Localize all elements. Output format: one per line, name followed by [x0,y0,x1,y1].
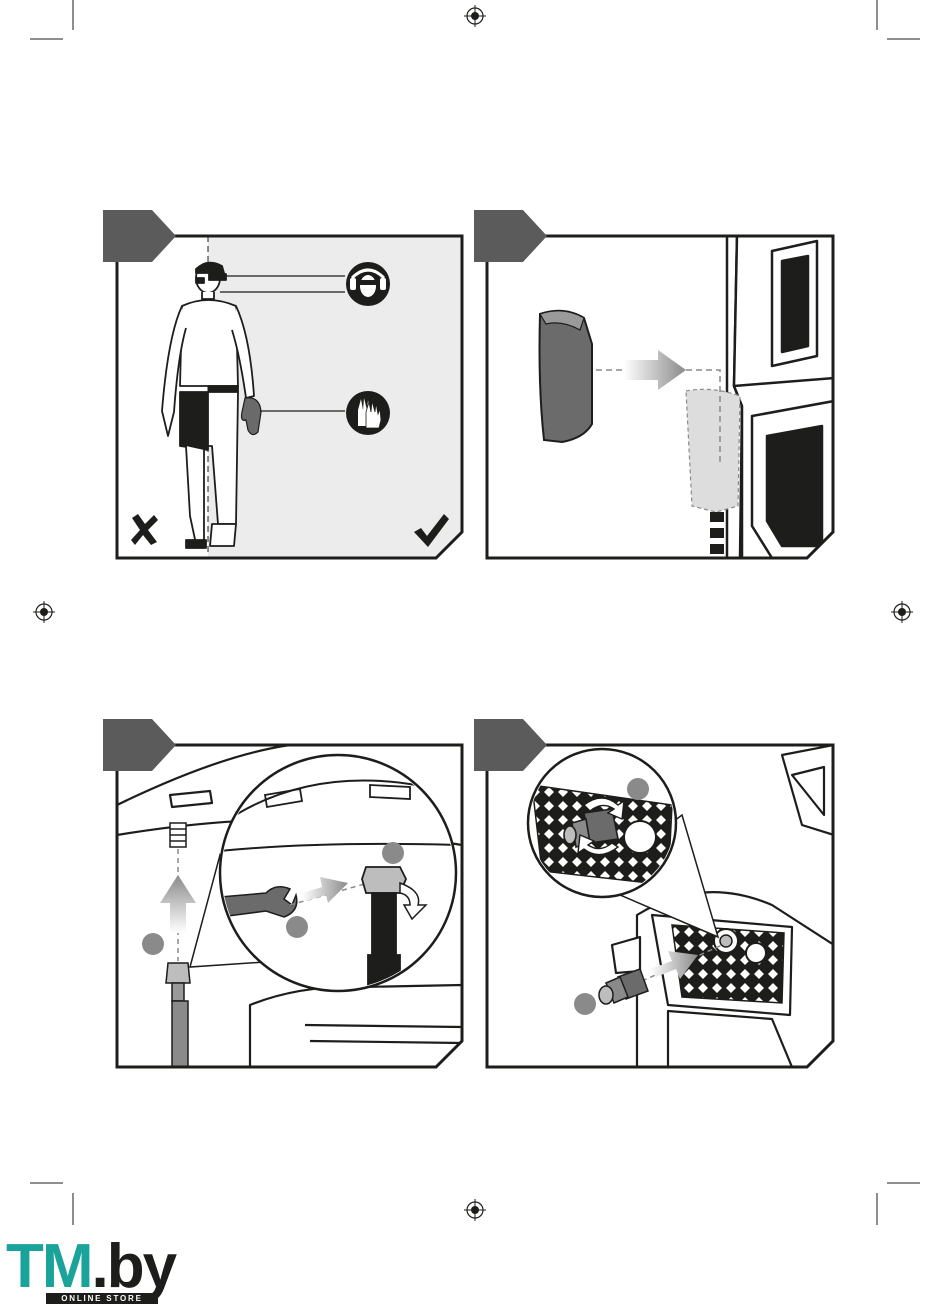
registration-mark-left [33,601,55,623]
accessory-part [540,311,593,442]
registration-mark-right [891,601,913,623]
magnifier-detail [528,749,718,937]
step-badge [103,210,176,262]
goggles-ear-protection-icon [346,262,390,306]
step-badge [103,719,176,771]
panel-hose-connection [100,715,466,1071]
brand-logo: TM.by [6,1236,175,1298]
step-marker [286,916,308,938]
brand-tagline: ONLINE STORE [46,1293,158,1304]
machine-body [727,236,834,558]
registration-mark-bottom [464,1199,486,1221]
registration-mark-top [464,5,486,27]
panel-inlet-connector [472,715,838,1071]
step-marker [142,933,164,955]
panel-accessory-attach [472,206,838,562]
accessory-placeholder [686,389,740,512]
step-badge [474,719,547,771]
step-badge [474,210,547,262]
step-marker [627,778,649,800]
step-marker [382,842,404,864]
step-marker [574,993,596,1015]
right-arrow-icon [624,350,686,390]
brand-logo-part2: .by [92,1232,176,1301]
up-arrow-icon [160,875,196,933]
cross-icon [131,514,158,545]
panel-protective-equipment [100,206,466,562]
gloves-icon [346,391,390,435]
brand-logo-part1: TM [6,1232,92,1301]
